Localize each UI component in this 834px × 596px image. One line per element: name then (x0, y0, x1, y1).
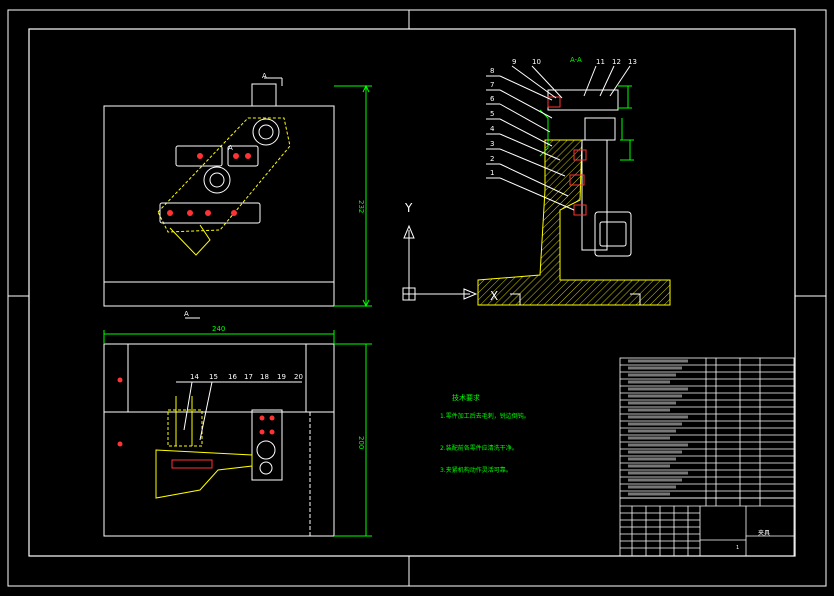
note-line-1: 1.零件加工后去毛刺，锐边倒钝。 (440, 412, 530, 420)
bom-row-text-block (628, 373, 676, 377)
bom-row-text-block (628, 394, 682, 398)
ucs-icon (402, 224, 478, 301)
bom-row-text-block (628, 478, 682, 482)
bom-row-text-block (628, 429, 676, 433)
dim-height-bottom: 200 (357, 436, 365, 449)
title-block-name: 夹具 (758, 529, 770, 537)
callout-5: 5 (490, 110, 494, 118)
technical-notes: 技术要求 1.零件加工后去毛刺，锐边倒钝。 2.装配前各零件应清洗干净。 3.夹… (440, 393, 530, 474)
bom-row-text-block (628, 492, 670, 496)
callout-20: 20 (294, 373, 303, 381)
note-line-3: 3.夹紧机构动作灵活可靠。 (440, 466, 512, 474)
bom-row-text-block (628, 408, 670, 412)
dim-height-top: 232 (357, 200, 365, 213)
bom-row-text-block (628, 457, 676, 461)
callout-17: 17 (244, 373, 253, 381)
callout-8: 8 (490, 67, 494, 75)
callout-12: 12 (612, 58, 621, 66)
sheet-number: 1 (736, 545, 739, 551)
bom-row-text-block (628, 443, 688, 447)
bom-row-text-block (628, 471, 688, 475)
bom-row-text-block (628, 415, 688, 419)
title-block (619, 357, 795, 557)
note-line-2: 2.装配前各零件应清洗干净。 (440, 444, 518, 452)
section-view-aa: A-A (477, 56, 671, 306)
callout-3: 3 (490, 140, 494, 148)
bom-rows (620, 359, 794, 556)
callout-6: 6 (490, 95, 495, 103)
plan-view-top: A A A 232 (103, 72, 372, 319)
bom-row-text-block (628, 485, 676, 489)
section-callouts: 8 7 6 5 4 3 2 1 9 10 11 12 13 (490, 58, 637, 177)
callout-7: 7 (490, 81, 494, 89)
callout-18: 18 (260, 373, 269, 381)
notes-title: 技术要求 (452, 393, 480, 402)
bottom-view-callouts: 14 15 16 17 18 19 20 (190, 373, 303, 381)
bom-row-text-block (628, 366, 682, 370)
section-marker-top: A (262, 72, 267, 80)
front-view-bottom: 14 15 16 17 18 19 20 240 200 (103, 325, 372, 537)
section-marker-mid: A (228, 144, 233, 152)
bom-row-text-block (628, 436, 670, 440)
bom-row-text-block (628, 401, 676, 405)
bom-row-text-block (628, 422, 682, 426)
callout-13: 13 (628, 58, 637, 66)
bom-row-text-block (628, 450, 682, 454)
callout-4: 4 (490, 125, 495, 133)
callout-14: 14 (190, 373, 199, 381)
callout-16: 16 (228, 373, 237, 381)
bom-row-text-block (628, 464, 670, 468)
section-title: A-A (570, 56, 582, 64)
callout-1: 1 (490, 169, 494, 177)
bom-row-text-block (628, 359, 688, 363)
dim-width: 240 (212, 325, 225, 333)
ucs-y-label: Y (404, 201, 413, 215)
bom-row-text-block (628, 380, 670, 384)
callout-15: 15 (209, 373, 218, 381)
bom-row-text-block (628, 387, 688, 391)
section-marker-bottom: A (184, 310, 189, 318)
callout-10: 10 (532, 58, 541, 66)
callout-2: 2 (490, 155, 494, 163)
callout-9: 9 (512, 58, 516, 66)
callout-19: 19 (277, 373, 286, 381)
ucs-x-label: X (490, 289, 498, 303)
sheet-border (7, 9, 827, 587)
callout-11: 11 (596, 58, 605, 66)
